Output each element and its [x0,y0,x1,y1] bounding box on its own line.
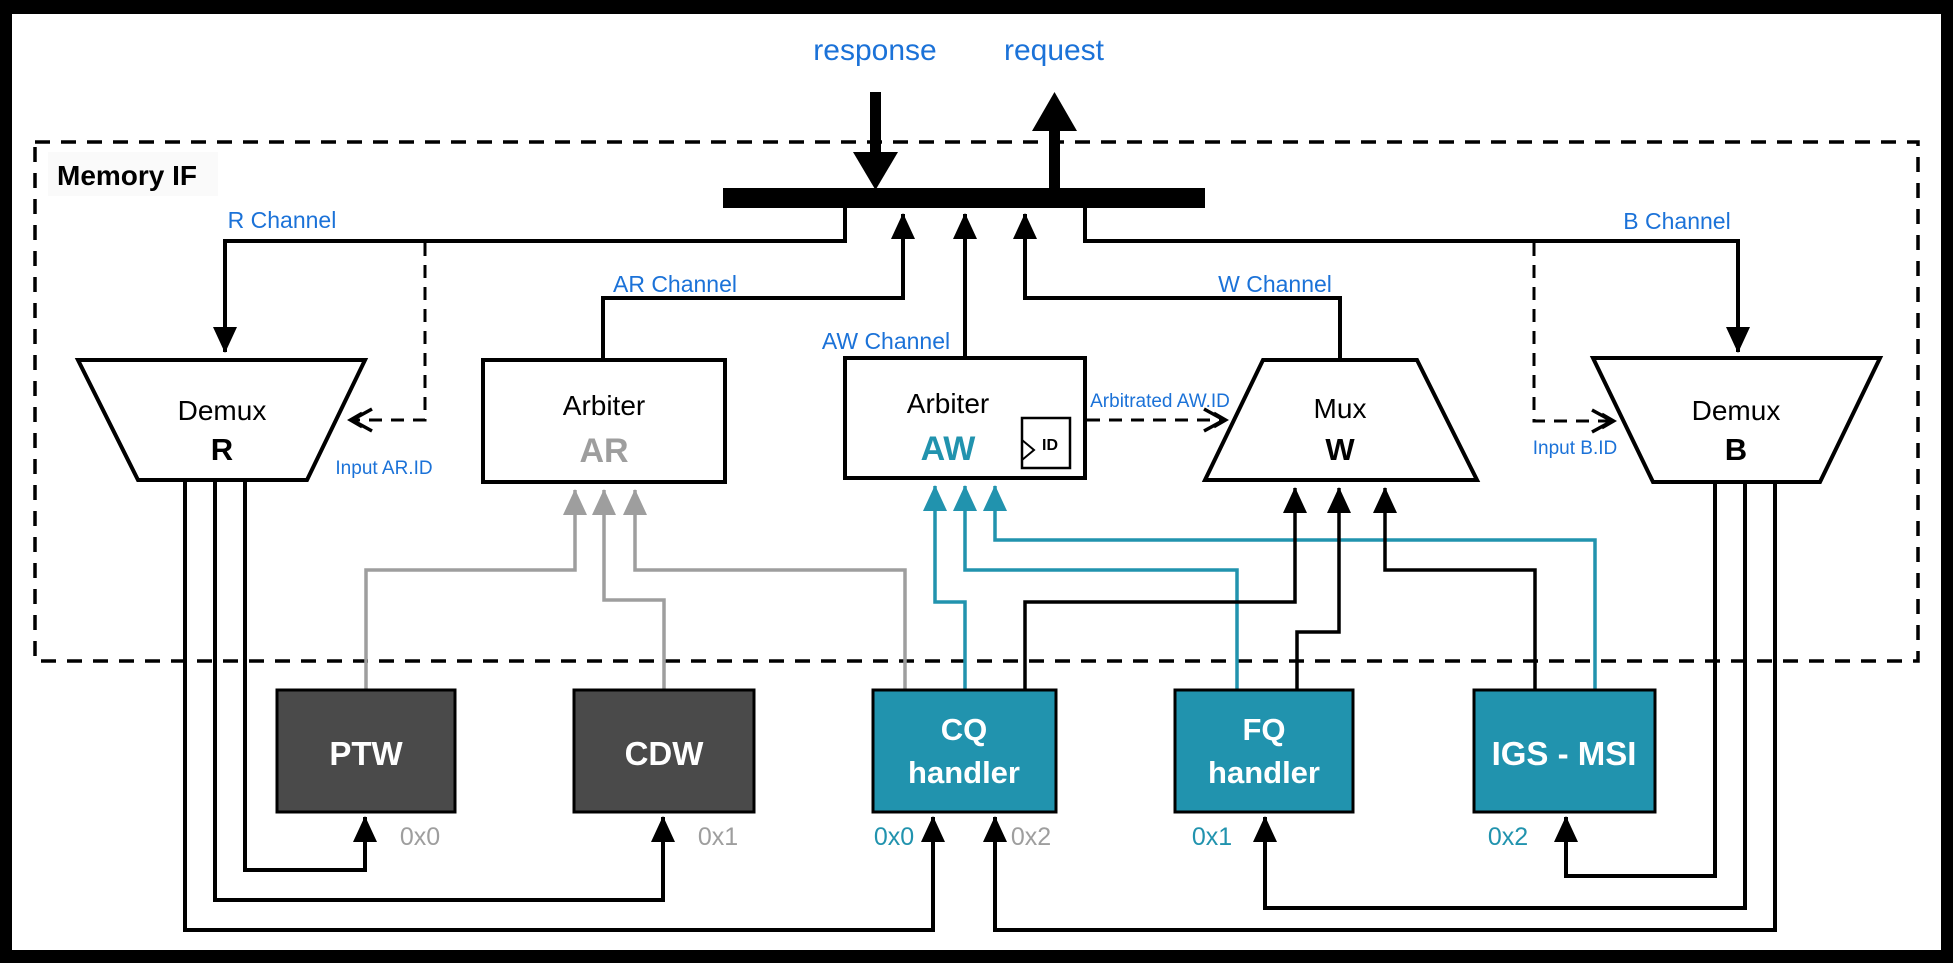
response-label: response [813,34,936,67]
demux-b-line1: Demux [1692,395,1781,426]
cq-line1: CQ [941,712,988,747]
demux-r-line2: R [211,432,233,467]
ptw-read-id: 0x0 [400,823,440,851]
wire-r-channel [213,208,847,353]
wire-demux-r-to-cdw [213,480,675,902]
memory-if-label-bg [48,152,218,196]
arbiter-aw-line1: Arbiter [907,388,989,419]
wire-demux-r-to-cq [183,480,945,932]
memory-bus-bar [723,188,1205,208]
igs-label: IGS - MSI [1492,735,1637,772]
response-arrow [853,92,898,190]
ar-channel-label: AR Channel [613,271,737,297]
igs-write-id: 0x2 [1488,823,1528,851]
fq-handler-block: FQ handler [1173,688,1355,814]
wire-fq-to-arbiter-aw [953,485,1239,691]
ptw-block: PTW [275,688,457,814]
cq-line2: handler [908,755,1020,790]
aw-channel-label: AW Channel [822,328,950,354]
ptw-label: PTW [329,735,403,772]
cdw-block: CDW [572,688,756,814]
memory-if-boundary [33,140,1920,663]
b-channel-label: B Channel [1623,208,1730,234]
wire-fq-to-mux-w [1295,487,1351,691]
id-register-icon: ID [1020,416,1072,470]
arbiter-aw-block: Arbiter AW ID [843,356,1087,480]
arbiter-ar-line1: Arbiter [563,390,645,421]
wire-demux-r-to-ptw [243,480,377,872]
arbitrated-aw-id-label: Arbitrated AW.ID [1090,391,1230,412]
fq-line2: handler [1208,755,1320,790]
input-ar-id-label: Input AR.ID [335,458,432,479]
wire-cq-to-mux-w [1023,487,1307,691]
wire-cq-to-arbiter-aw [923,485,967,691]
memory-if-title: Memory IF [57,160,197,191]
wire-ar-channel [601,213,915,360]
w-channel-label: W Channel [1218,271,1332,297]
input-b-id-label: Input B.ID [1533,438,1618,459]
mux-w-line2: W [1325,432,1355,467]
request-arrow [1032,92,1077,192]
demux-b-block: Demux B [1589,356,1884,484]
r-channel-label: R Channel [228,207,337,233]
wire-input-b-id [1532,243,1617,434]
cdw-label: CDW [625,735,705,772]
request-label: request [1004,34,1105,67]
arbiter-aw-line2: AW [921,430,977,468]
wire-cq-to-arbiter-ar [623,489,907,691]
wire-igs-to-mux-w [1373,487,1537,691]
wire-demux-b-to-igs [1554,482,1717,878]
cq-write-id: 0x0 [874,823,914,851]
cdw-read-id: 0x1 [698,823,738,851]
arbiter-ar-block: Arbiter AR [481,358,727,484]
fq-write-id: 0x1 [1192,823,1232,851]
wire-demux-b-to-fq [1253,482,1747,910]
demux-r-line1: Demux [178,395,267,426]
arbiter-ar-line2: AR [579,432,628,470]
wire-w-channel [1013,213,1342,360]
wire-demux-b-to-cq [983,482,1777,932]
igs-msi-block: IGS - MSI [1472,688,1657,814]
id-register-label: ID [1042,437,1058,454]
mux-w-block: Mux W [1201,358,1481,482]
cq-read-id: 0x2 [1011,823,1051,851]
wire-ptw-to-arbiter-ar [364,489,587,691]
demux-r-block: Demux R [74,358,369,482]
demux-b-line2: B [1725,432,1747,467]
cq-handler-block: CQ handler [871,688,1058,814]
mux-w-line1: Mux [1314,393,1367,424]
wire-b-channel [1083,208,1750,353]
wire-cdw-to-arbiter-ar [592,489,666,691]
wire-input-ar-id [347,243,427,433]
fq-line1: FQ [1242,712,1285,747]
